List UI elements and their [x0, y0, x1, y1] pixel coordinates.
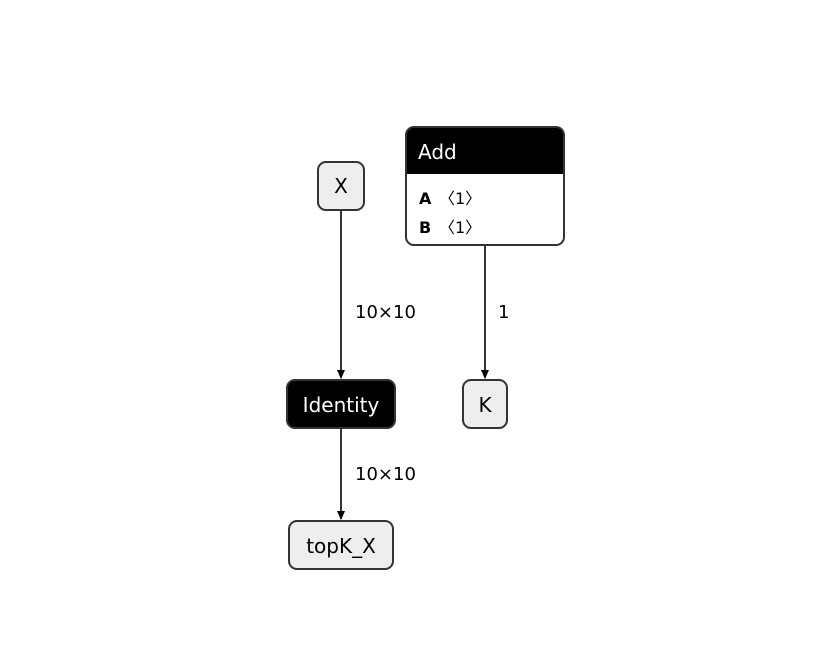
- node-label-add: Add: [418, 140, 457, 164]
- edge-label-identity-to-topk: 10×10: [355, 464, 416, 485]
- add-attr-a-value: 〈1〉: [439, 189, 481, 208]
- node-label-topk: topK_X: [306, 534, 376, 558]
- node-output-topk[interactable]: topK_X: [288, 520, 394, 570]
- node-label-identity: Identity: [303, 393, 380, 417]
- edge-add-to-k: 1: [481, 245, 509, 379]
- node-input-x[interactable]: X: [317, 161, 365, 211]
- edge-label-add-to-k: 1: [498, 302, 509, 323]
- node-output-k[interactable]: K: [462, 379, 508, 429]
- add-attr-b-value: 〈1〉: [439, 218, 481, 237]
- node-identity[interactable]: Identity: [286, 379, 396, 429]
- edge-identity-to-topk: 10×10: [337, 428, 416, 520]
- add-attr-b-name: B: [419, 218, 431, 237]
- edge-label-x-to-identity: 10×10: [355, 302, 416, 323]
- node-label-x: X: [334, 174, 348, 198]
- node-label-k: K: [478, 393, 492, 417]
- node-add[interactable]: Add A 〈1〉 B 〈1〉: [405, 126, 565, 246]
- edge-x-to-identity: 10×10: [337, 210, 416, 379]
- add-attr-a: A 〈1〉: [419, 189, 481, 208]
- add-attr-a-name: A: [419, 189, 432, 208]
- add-attr-b: B 〈1〉: [419, 218, 481, 237]
